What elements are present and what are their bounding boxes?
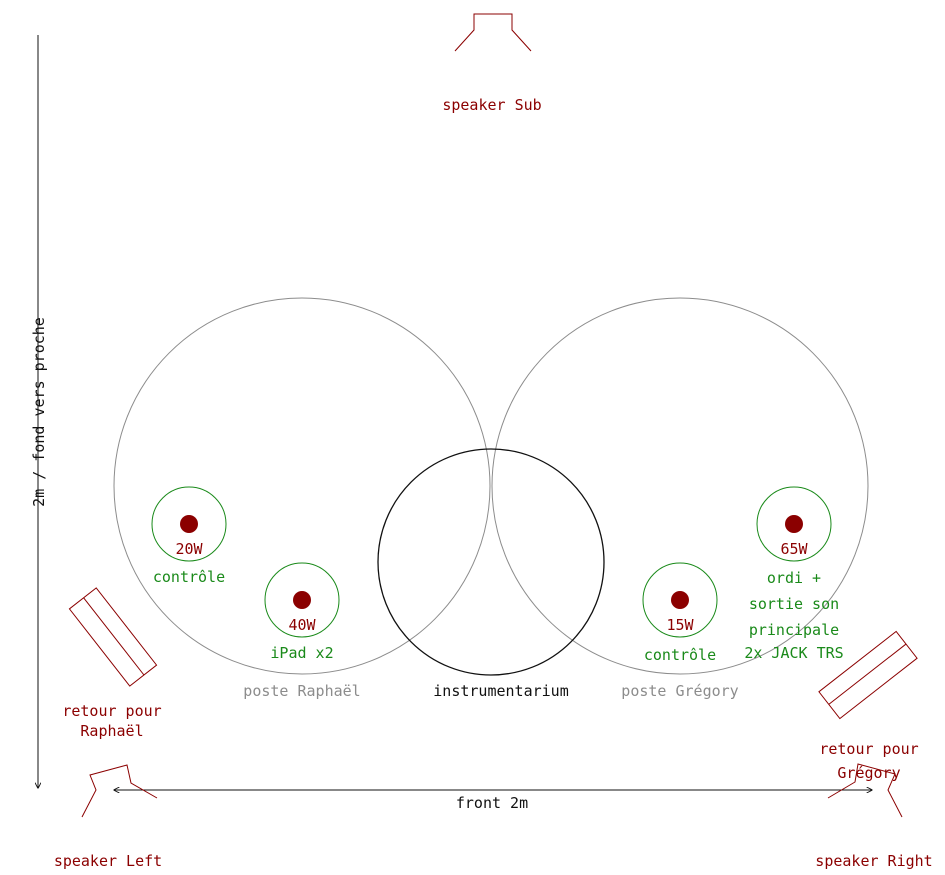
instrumentarium-circle xyxy=(377,448,605,676)
outlet-40w-dot xyxy=(293,591,311,609)
vertical-axis-label: 2m / fond vers proche xyxy=(30,317,48,507)
outlet-65w-label-line2: sortie son xyxy=(749,595,839,613)
outlet-40w-power: 40W xyxy=(288,616,316,634)
speaker-right-icon xyxy=(827,763,903,818)
speaker-left-label: speaker Left xyxy=(54,852,162,870)
outlet-20w-circle xyxy=(151,486,227,562)
zone-gregory-circle xyxy=(491,297,869,675)
outlet-15w-circle xyxy=(642,562,718,638)
speaker-left-icon xyxy=(81,764,158,818)
outlet-65w-label-line1: ordi + xyxy=(767,569,821,587)
outlet-15w-label: contrôle xyxy=(644,646,716,664)
zone-gregory-label: poste Grégory xyxy=(621,682,738,700)
outlet-65w-dot xyxy=(785,515,803,533)
monitor-gregory-label-line2: Grégory xyxy=(837,764,900,782)
outlet-40w-circle xyxy=(264,562,340,638)
outlet-15w-dot xyxy=(671,591,689,609)
monitor-gregory-label-line1: retour pour xyxy=(819,740,918,758)
outlet-20w-label: contrôle xyxy=(153,568,225,586)
monitor-raphael-label-line2: Raphaël xyxy=(80,722,143,740)
zone-raphael-circle xyxy=(113,297,491,675)
outlet-65w-circle xyxy=(756,486,832,562)
outlet-20w-power: 20W xyxy=(175,540,203,558)
outlet-15w-power: 15W xyxy=(666,616,694,634)
speaker-sub-icon xyxy=(454,13,532,52)
speaker-right-label: speaker Right xyxy=(815,852,932,870)
instrumentarium-label: instrumentarium xyxy=(433,682,568,700)
outlet-65w-label-line4: 2x JACK TRS xyxy=(744,644,843,662)
zone-raphael-label: poste Raphaël xyxy=(243,682,360,700)
outlet-20w-dot xyxy=(180,515,198,533)
monitor-raphael-icon xyxy=(68,587,158,687)
outlet-40w-label: iPad x2 xyxy=(270,644,333,662)
monitor-gregory-icon xyxy=(818,630,918,720)
horizontal-axis-label: front 2m xyxy=(456,794,528,812)
monitor-raphael-label-line1: retour pour xyxy=(62,702,161,720)
outlet-65w-power: 65W xyxy=(780,540,808,558)
outlet-65w-label-line3: principale xyxy=(749,621,839,639)
speaker-sub-label: speaker Sub xyxy=(442,96,541,114)
